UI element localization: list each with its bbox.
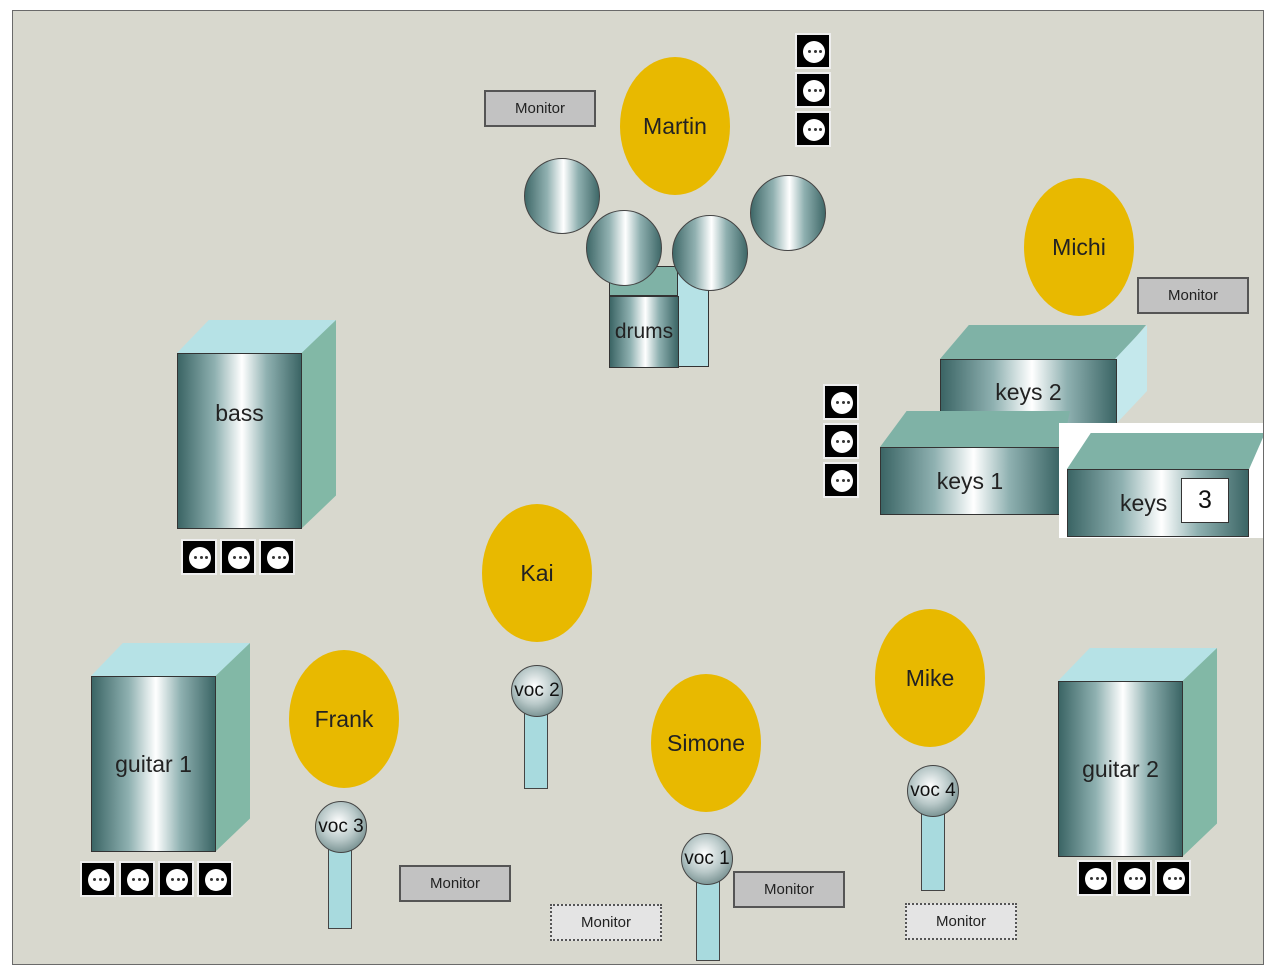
power-sockets-drums [795,33,831,147]
keys3-number: 3 [1198,486,1212,514]
guitar1-amp-side [215,643,250,852]
power-socket-icon [220,539,256,575]
drum-tom-left [524,158,600,234]
monitor-dotted-right: Monitor [905,903,1017,940]
keys2-top [940,325,1146,359]
mic-label: voc 2 [514,680,560,701]
monitor-label: Monitor [429,875,481,892]
mic-stand-voc2 [524,711,548,789]
drum-tom-right [750,175,826,251]
mic-label: voc 1 [684,848,730,869]
power-socket-icon [259,539,295,575]
mic-voc3: voc 3 [315,801,367,853]
mic-voc2: voc 2 [511,665,563,717]
bass-amp-side [301,320,336,529]
person-name: Frank [314,705,374,732]
person-name: Simone [667,729,745,756]
person-martin: Martin [620,57,730,195]
power-socket-icon [795,33,831,69]
power-socket-icon [119,861,155,897]
keys2-label: keys 2 [995,378,1062,405]
power-socket-icon [158,861,194,897]
guitar2-label: guitar 2 [1082,755,1159,782]
person-michi: Michi [1024,178,1134,316]
power-sockets-keys [823,384,859,498]
mic-stand-voc3 [328,849,352,929]
monitor-label: Monitor [514,100,566,117]
power-socket-icon [823,384,859,420]
power-socket-icon [1077,860,1113,896]
keys3-label: keys [1120,489,1168,516]
person-name: Michi [1052,233,1106,260]
monitor-label: Monitor [1167,287,1219,304]
person-name: Martin [643,112,707,139]
keys3-top [1067,433,1263,469]
person-frank: Frank [289,650,399,788]
monitor-label: Monitor [935,913,987,930]
drum-tom-mid-right [672,215,748,291]
mic-label: voc 4 [910,780,956,801]
mic-stand-voc1 [696,881,720,961]
mic-voc1: voc 1 [681,833,733,885]
keys3-number-box: 3 [1181,478,1229,523]
power-socket-icon [795,72,831,108]
power-sockets-bass [181,539,295,575]
power-sockets-guitar1 [80,861,233,897]
stage-plot: Monitor Monitor Monitor Monitor Monitor … [12,10,1264,965]
keys1-board: keys 1 [880,447,1060,515]
power-socket-icon [823,423,859,459]
power-socket-icon [181,539,217,575]
guitar2-amp-side [1182,648,1217,857]
keys1-label: keys 1 [936,467,1004,494]
mic-voc4: voc 4 [907,765,959,817]
power-socket-icon [80,861,116,897]
monitor-simone: Monitor [733,871,845,908]
power-socket-icon [1116,860,1152,896]
mic-stand-voc4 [921,811,945,891]
bass-label: bass [215,400,264,426]
monitor-keys: Monitor [1137,277,1249,314]
guitar1-amp: guitar 1 [91,676,216,852]
monitor-label: Monitor [580,914,632,931]
person-mike: Mike [875,609,985,747]
person-name: Mike [905,664,955,691]
mic-label: voc 3 [318,816,364,837]
drum-tom-mid-left [586,210,662,286]
person-simone: Simone [651,674,761,812]
power-socket-icon [823,462,859,498]
monitor-frank: Monitor [399,865,511,902]
monitor-dotted-left: Monitor [550,904,662,941]
power-sockets-guitar2 [1077,860,1191,896]
keys1-top [880,411,1070,447]
monitor-label: Monitor [763,881,815,898]
power-socket-icon [1155,860,1191,896]
power-socket-icon [795,111,831,147]
person-kai: Kai [482,504,592,642]
guitar1-label: guitar 1 [115,750,192,777]
person-name: Kai [520,559,554,586]
monitor-drums: Monitor [484,90,596,127]
drums-label: drums [614,320,674,343]
drums-riser: drums [609,296,679,368]
bass-amp: bass [177,353,302,529]
guitar2-amp: guitar 2 [1058,681,1183,857]
power-socket-icon [197,861,233,897]
